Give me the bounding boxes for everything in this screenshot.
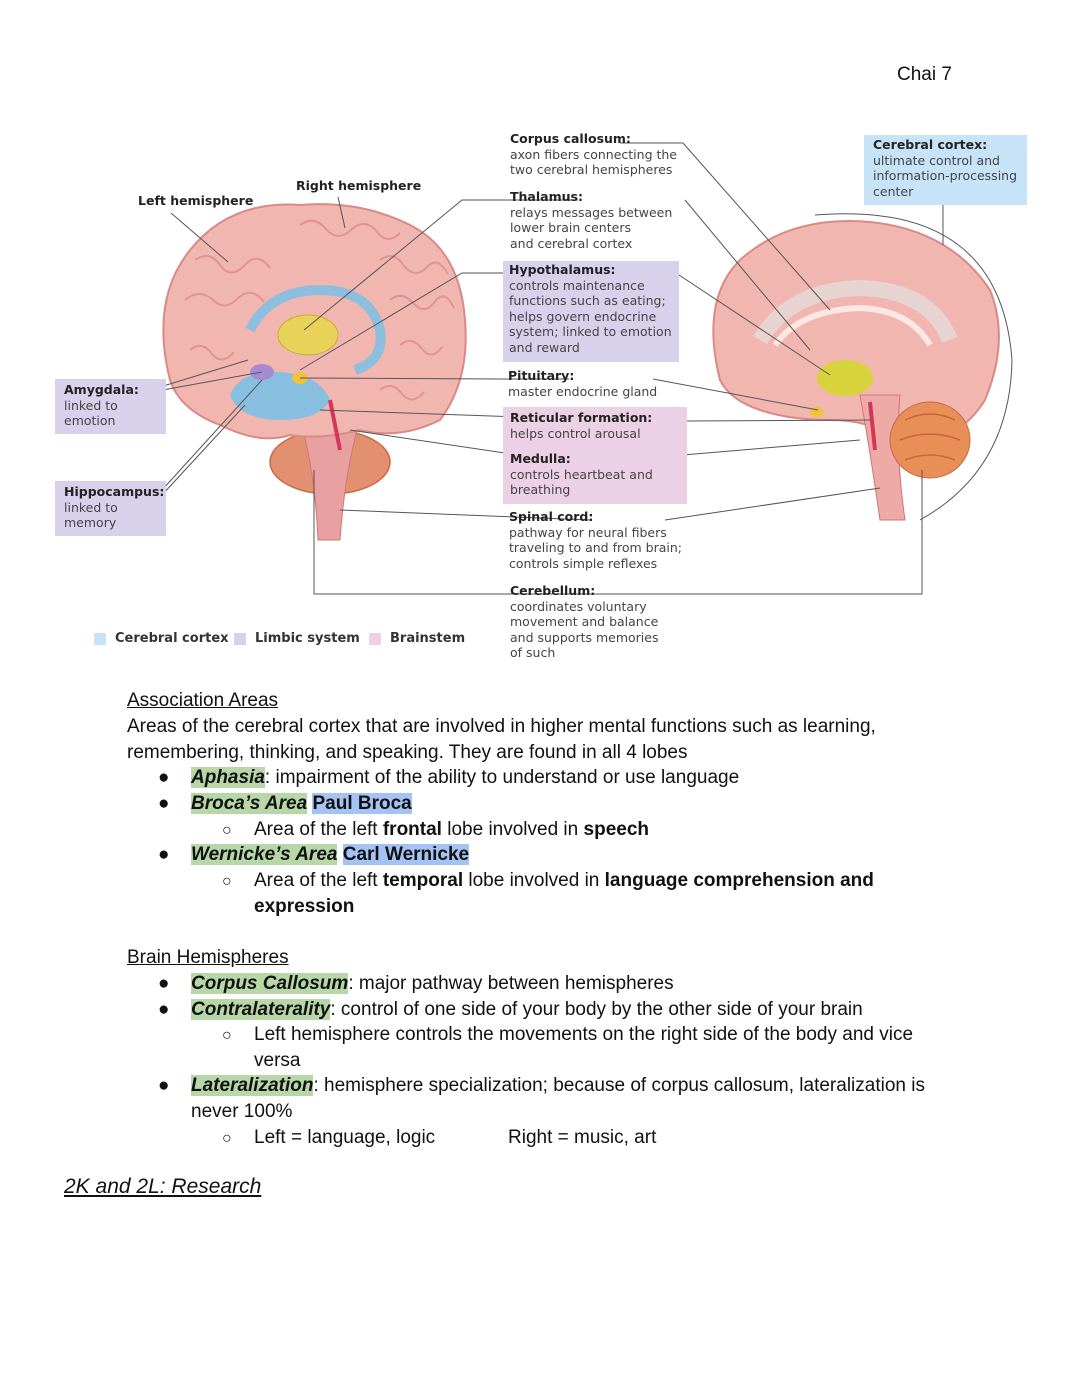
lateralization-item: Lateralization: hemisphere specializatio… (191, 1075, 925, 1096)
broca-item: Broca’s Area Paul Broca (191, 791, 971, 817)
legend-swatch-cortex (94, 632, 106, 645)
lateralization-right: Right = music, art (508, 1127, 657, 1148)
wernicke-item: Wernicke’s Area Carl Wernicke (191, 842, 971, 868)
page-label: Chai 7 (897, 64, 952, 85)
corpus-callosum-item: Corpus Callosum: major pathway between h… (191, 973, 674, 994)
right-hemisphere-label: Right hemisphere (296, 178, 422, 193)
amygdala-label: Amygdala: linked to emotion (55, 379, 166, 434)
cerebral-cortex-label: Cerebral cortex: ultimate control and in… (864, 135, 1027, 206)
corpus-callosum-label: Corpus callosum: axon fibers connecting … (510, 131, 677, 178)
contralaterality-term: Contralaterality (191, 999, 331, 1020)
sub-bullet-icon: ○ (222, 822, 232, 839)
hippocampus-label: Hippocampus: linked to memory (55, 481, 166, 536)
brain-diagram: Left hemisphere Right hemisphere Amygdal… (0, 0, 1080, 680)
bullet-icon: ● (158, 1075, 170, 1096)
broca-person: Paul Broca (312, 793, 412, 814)
research-heading: 2K and 2L: Research (64, 1175, 262, 1198)
wernicke-person: Carl Wernicke (342, 844, 470, 865)
thalamus-label: Thalamus: relays messages between lower … (510, 189, 673, 251)
wernicke-sub-item-cont: expression (254, 896, 355, 917)
sub-bullet-icon: ○ (222, 1027, 232, 1044)
sub-bullet-icon: ○ (222, 1130, 232, 1147)
wernicke-term: Wernicke’s Area (191, 844, 338, 865)
lateralization-left: Left = language, logic (254, 1127, 436, 1148)
bullet-icon: ● (158, 793, 170, 814)
sub-bullet-icon: ○ (222, 873, 232, 890)
brain-illustration (145, 142, 1013, 595)
bullet-icon: ● (158, 844, 170, 865)
association-line-2: remembering, thinking, and speaking. The… (127, 742, 688, 763)
bullet-icon: ● (158, 767, 170, 788)
association-areas-title: Association Areas (127, 690, 279, 711)
left-hemisphere-label: Left hemisphere (138, 193, 254, 208)
medulla-title: Medulla: (510, 451, 571, 467)
association-line-1: Areas of the cerebral cortex that are in… (127, 716, 876, 737)
contralaterality-sub-2: versa (254, 1050, 301, 1071)
reticular-medulla-box: Reticular formation: helps control arous… (503, 407, 687, 504)
aphasia-item: Aphasia: impairment of the ability to un… (191, 767, 740, 788)
brain-hemispheres-title: Brain Hemispheres (127, 947, 289, 968)
cerebellum-label: Cerebellum: coordinates voluntary moveme… (510, 583, 659, 661)
legend-swatch-brainstem (369, 632, 381, 645)
legend-swatch-limbic (234, 632, 246, 645)
spinal-cord-label: Spinal cord: pathway for neural fibers t… (509, 509, 682, 571)
lateralization-item-cont: never 100% (191, 1101, 293, 1122)
broca-term: Broca’s Area (191, 793, 308, 814)
legend-limbic-system: Limbic system (234, 631, 360, 646)
legend-cerebral-cortex: Cerebral cortex (94, 631, 229, 646)
legend-brainstem: Brainstem (369, 631, 465, 646)
aphasia-term: Aphasia (191, 767, 265, 788)
bullet-icon: ● (158, 999, 170, 1020)
lateralization-term: Lateralization (191, 1075, 314, 1096)
bullet-icon: ● (158, 973, 170, 994)
pituitary-label: Pituitary: master endocrine gland (508, 368, 658, 399)
broca-sub-item: Area of the left frontal lobe involved i… (254, 819, 649, 840)
contralaterality-item: Contralaterality: control of one side of… (191, 999, 863, 1020)
corpus-callosum-term: Corpus Callosum (191, 973, 349, 994)
hypothalamus-label: Hypothalamus: controls maintenance funct… (503, 261, 679, 362)
wernicke-sub-item: Area of the left temporal lobe involved … (254, 870, 874, 891)
reticular-formation-title: Reticular formation: (510, 410, 653, 425)
contralaterality-sub-1: Left hemisphere controls the movements o… (254, 1024, 914, 1045)
